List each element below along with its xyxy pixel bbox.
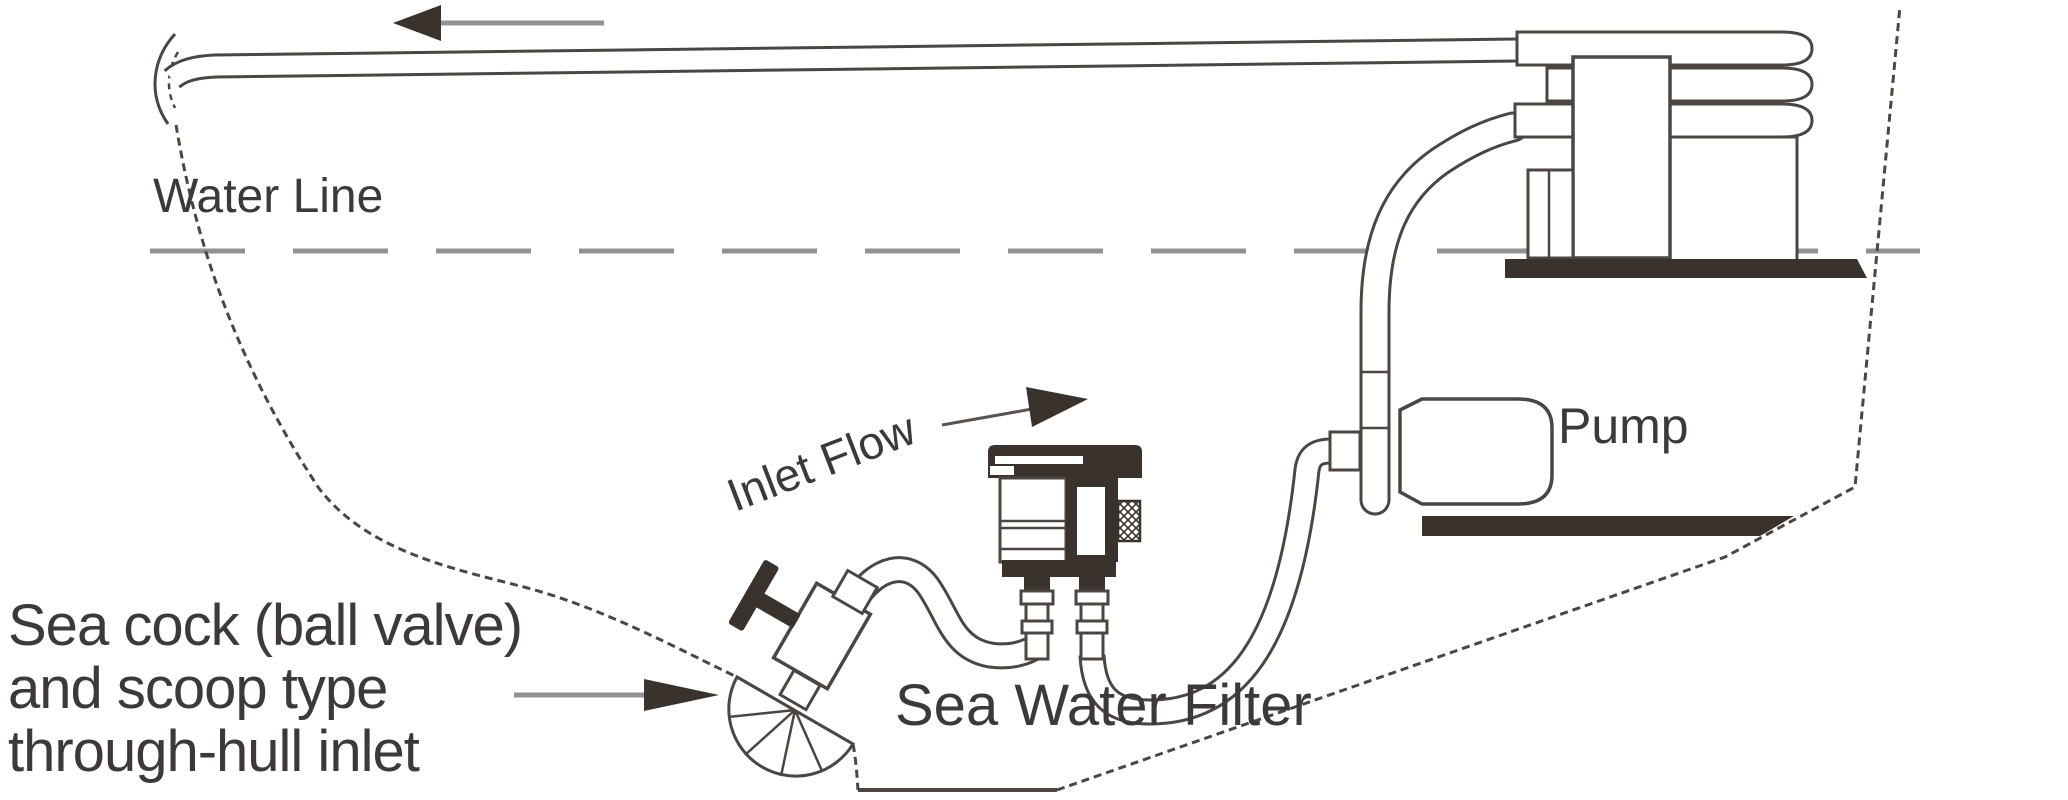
- hull-discharge-outlet-scoop: [153, 32, 177, 125]
- seacock-label-line2: and scoop type: [8, 656, 387, 721]
- filter-cap-slot: [995, 456, 1083, 464]
- pump-body: [1398, 397, 1554, 506]
- engine-block: [1571, 55, 1672, 260]
- engine-heat-exchanger: [1505, 30, 1867, 278]
- boat-hull-outline: [153, 5, 1902, 792]
- filter-housing-window: [1077, 487, 1105, 555]
- filter-strainer-mesh: [1116, 499, 1142, 543]
- sea-water-filter: [988, 445, 1142, 661]
- pump-bed: [1422, 516, 1794, 536]
- discharge-flow-arrow-icon: [393, 5, 604, 41]
- engine-body: [1668, 135, 1799, 263]
- seacock-label-line3: through-hull inlet: [8, 719, 420, 784]
- pump-inlet-fitting: [1328, 430, 1362, 472]
- pump-riser-pipe: [1359, 111, 1529, 516]
- engine-bed: [1505, 259, 1867, 278]
- filter-inlet-barb: [1019, 577, 1055, 661]
- hose-seacock-to-filter: [841, 556, 1045, 670]
- hull-starboard-side: [1056, 5, 1902, 792]
- hull-discharge-outlet-inner: [167, 51, 180, 109]
- overboard-discharge-pipe: [163, 37, 1518, 89]
- inlet-flow-label: Inlet Flow: [720, 402, 923, 521]
- seacock-hose-adapter: [830, 568, 880, 616]
- seacock-handle-stem: [752, 591, 801, 628]
- water-line-label: Water Line: [153, 170, 383, 223]
- hose-filter-to-pump: [1078, 437, 1332, 726]
- engine-mount-bracket: [1526, 168, 1575, 260]
- sea-water-filter-label: Sea Water Filter: [895, 673, 1312, 738]
- seacock-label: Sea cock (ball valve) and scoop type thr…: [8, 593, 523, 784]
- hull-below-seacock: [851, 743, 860, 791]
- scoop-vanes: [727, 708, 824, 777]
- seacock-label-line1: Sea cock (ball valve): [8, 593, 522, 658]
- inlet-flow-arrow-icon: [941, 387, 1088, 427]
- hull-port-side: [174, 124, 738, 679]
- seacock-and-scoop-inlet: [727, 560, 880, 778]
- filter-cap-notch: [990, 466, 1014, 475]
- filter-base: [1002, 560, 1116, 577]
- pump-label: Pump: [1558, 398, 1689, 454]
- filter-outlet-barb: [1074, 577, 1110, 661]
- intake-arrow-icon: [514, 679, 719, 711]
- pump-assembly: [1328, 397, 1554, 506]
- seacock-t-handle: [728, 560, 779, 631]
